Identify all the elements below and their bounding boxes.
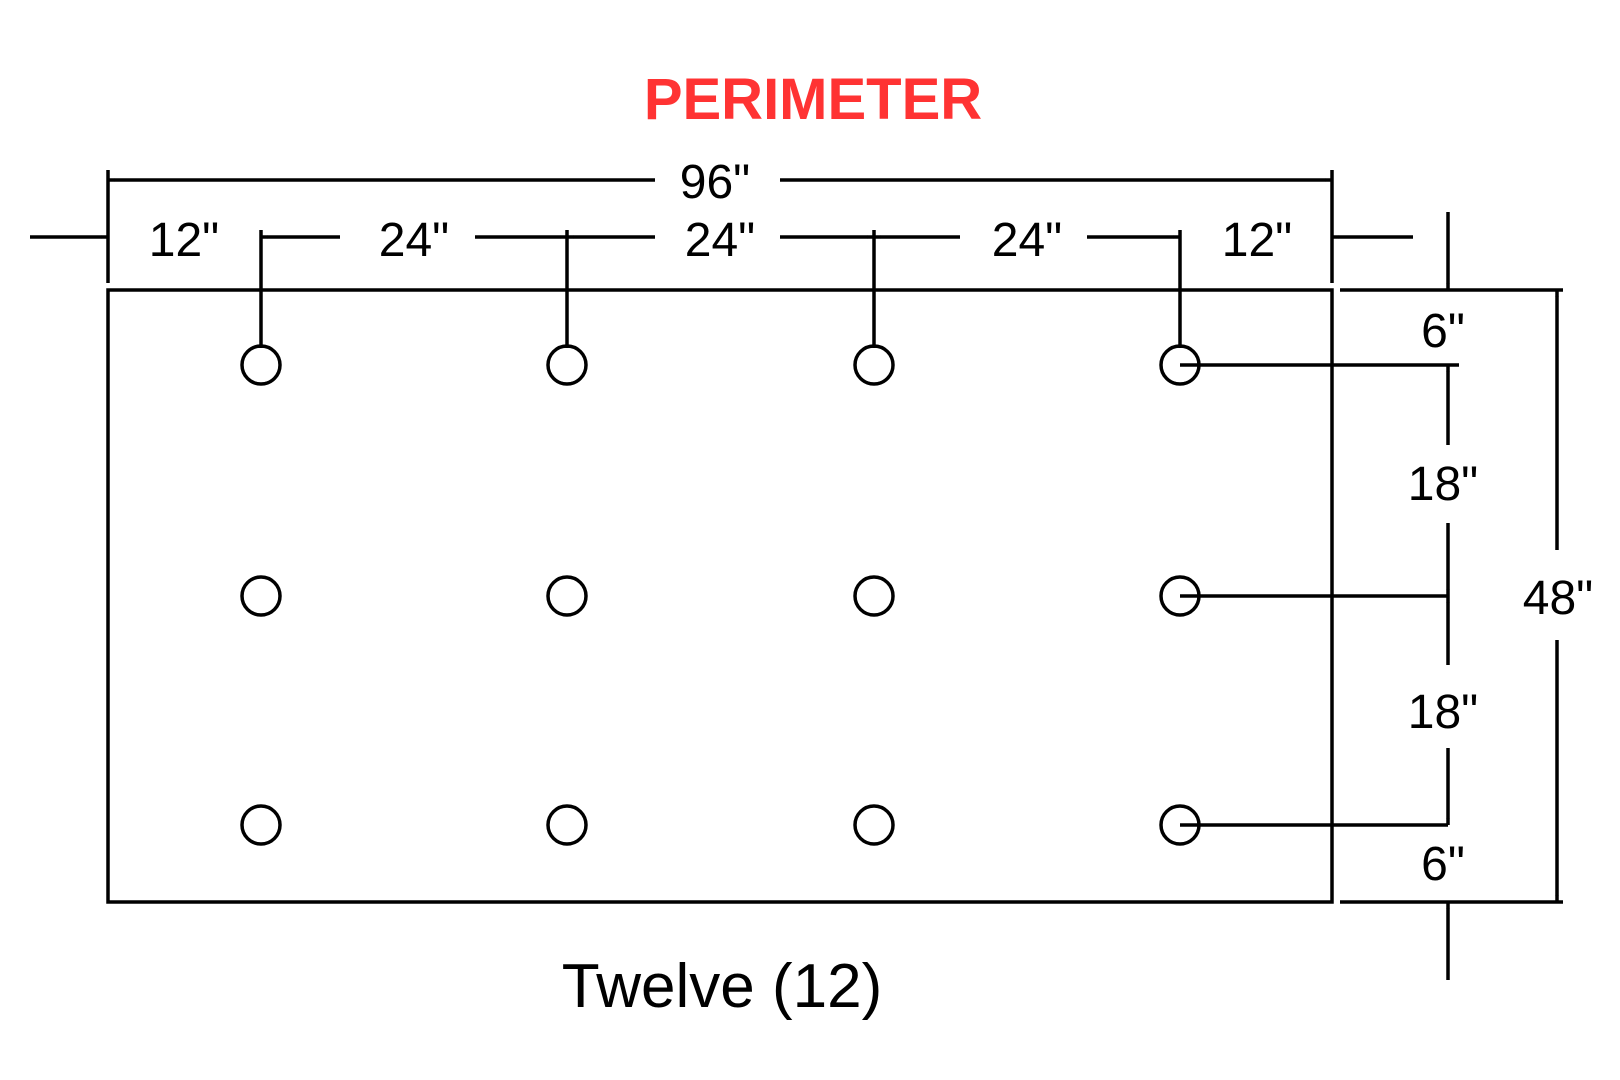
dimension-chain-horizontal: 12" 24" 24" 24" 12" (30, 214, 1413, 267)
fastener-hole (546, 344, 588, 386)
left-edge-label: 12" (149, 214, 219, 267)
dimension-chain-vertical: 6" 18" 18" 6" (1408, 212, 1478, 980)
spacing-2-label: 24" (685, 214, 755, 267)
fastener-hole (853, 344, 895, 386)
right-edge-label: 12" (1222, 214, 1292, 267)
dimension-overall-width: 96" (108, 156, 1332, 209)
right-extension-lines (1180, 288, 1563, 904)
bottom-edge-label: 6" (1421, 838, 1465, 891)
vertical-spacing-2-label: 18" (1408, 686, 1478, 739)
fastener-hole (240, 344, 282, 386)
fastener-hole (240, 804, 282, 846)
diagram-title: PERIMETER (644, 67, 982, 132)
top-extension-lines (106, 170, 1334, 348)
spacing-1-label: 24" (379, 214, 449, 267)
caption: Twelve (12) (562, 952, 882, 1021)
dimension-overall-height: 48" (1523, 290, 1593, 902)
hole-grid (240, 344, 1201, 846)
fastener-hole (546, 575, 588, 617)
overall-height-label: 48" (1523, 572, 1593, 625)
top-edge-label: 6" (1421, 305, 1465, 358)
board-outline (106, 288, 1334, 904)
fastener-hole (853, 575, 895, 617)
fastener-hole (546, 804, 588, 846)
fastener-hole (853, 804, 895, 846)
fastener-hole (240, 575, 282, 617)
vertical-spacing-1-label: 18" (1408, 458, 1478, 511)
spacing-3-label: 24" (992, 214, 1062, 267)
overall-width-label: 96" (680, 156, 750, 209)
